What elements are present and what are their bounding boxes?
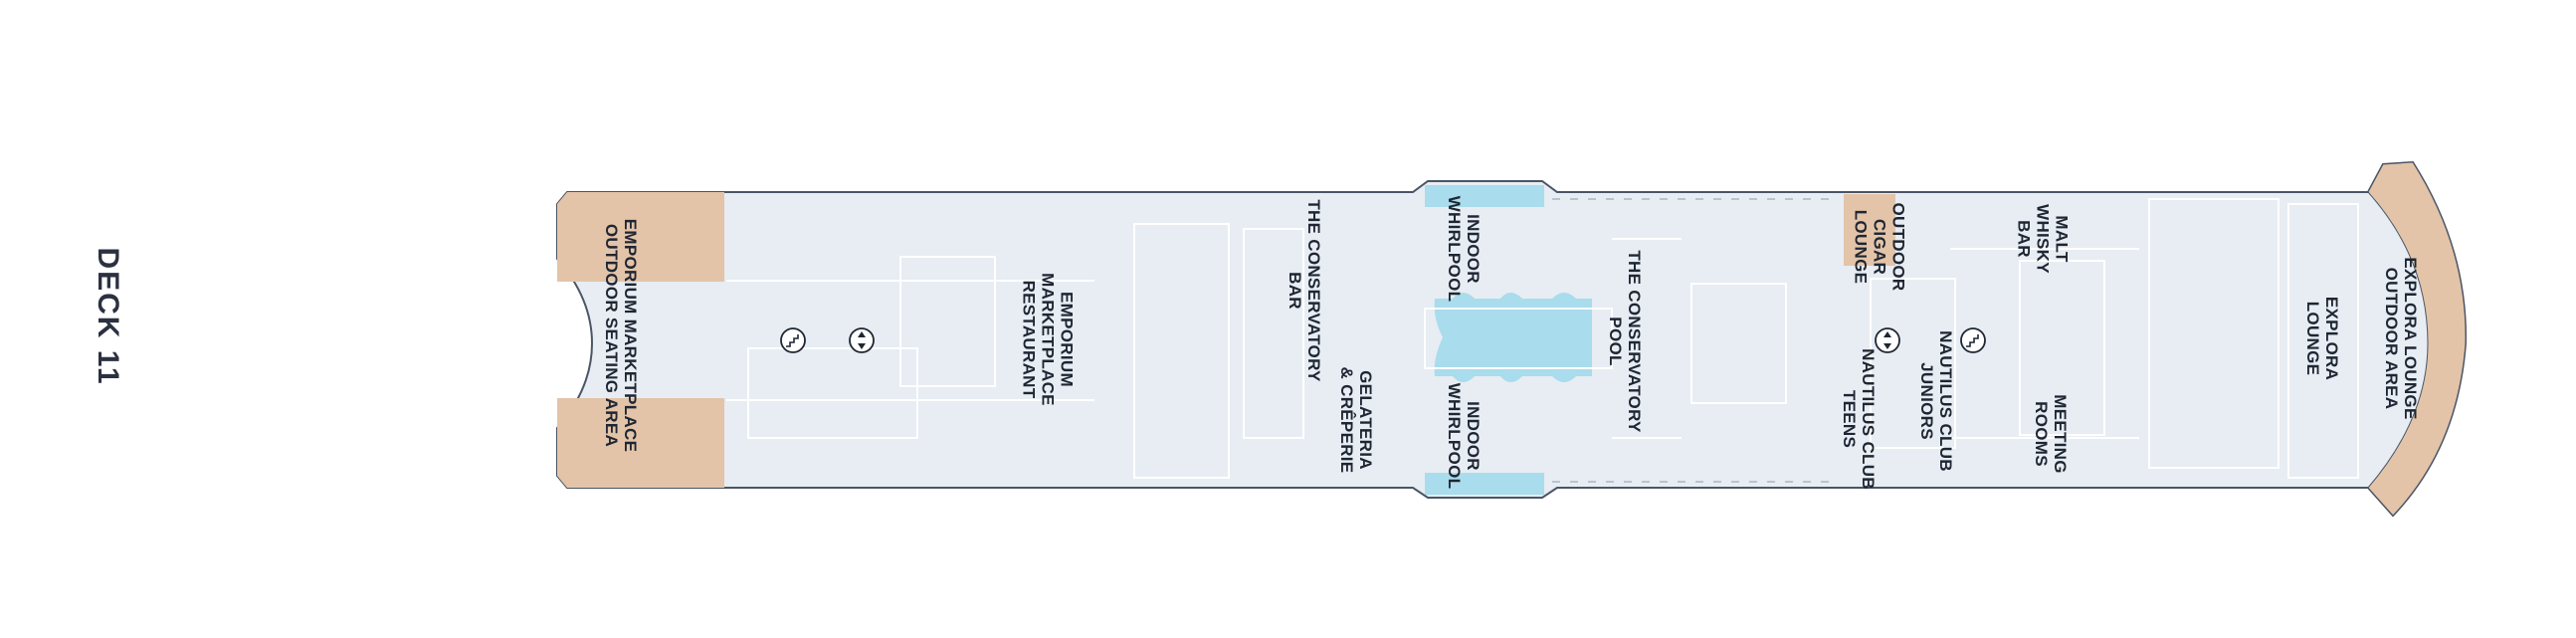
label-explora-outdoor: EXPLORA LOUNGE OUTDOOR AREA: [2382, 257, 2420, 420]
label-nautilus-teens: NAUTILUS CLUB TEENS: [1840, 348, 1878, 490]
explora-outdoor-area: [2367, 161, 2467, 517]
outdoor-cigar-area: [1844, 194, 1895, 266]
elevator-icon: [1875, 327, 1900, 353]
deck-title: DECK 11: [92, 247, 124, 386]
label-conservatory-pool: THE CONSERVATORY POOL: [1606, 250, 1644, 433]
stairs-icon: [1960, 327, 1986, 353]
label-indoor-whirlpool-bottom: INDOOR WHIRLPOOL: [1445, 382, 1483, 490]
label-outdoor-cigar: OUTDOOR CIGAR LOUNGE: [1851, 202, 1908, 292]
indoor-whirlpool-bottom: [1425, 473, 1544, 495]
label-meeting-rooms: MEETING ROOMS: [2032, 394, 2070, 474]
elevator-icon: [849, 327, 875, 353]
label-conservatory-bar: THE CONSERVATORY BAR: [1286, 199, 1323, 382]
label-nautilus-juniors: NAUTILUS CLUB JUNIORS: [1917, 330, 1955, 472]
label-emporium-restaurant: EMPORIUM MARKETPLACE RESTAURANT: [1019, 273, 1077, 406]
conservatory-pool: [1434, 293, 1592, 382]
stairs-icon: [780, 327, 806, 353]
label-explora-lounge: EXPLORA LOUNGE: [2303, 296, 2341, 381]
emporium-outdoor-top: [557, 192, 724, 282]
pool-surround: [1424, 308, 1613, 369]
label-indoor-whirlpool-top: INDOOR WHIRLPOOL: [1445, 195, 1483, 303]
label-emporium-outdoor: EMPORIUM MARKETPLACE OUTDOOR SEATING ARE…: [602, 218, 640, 453]
interior-detail: [726, 198, 2359, 479]
label-gelateria: GELATERIA & CRÊPERIE: [1337, 366, 1375, 474]
indoor-whirlpool-top: [1425, 185, 1544, 207]
emporium-outdoor-bottom: [557, 398, 724, 488]
label-malt-whisky: MALT WHISKY BAR: [2014, 204, 2072, 274]
